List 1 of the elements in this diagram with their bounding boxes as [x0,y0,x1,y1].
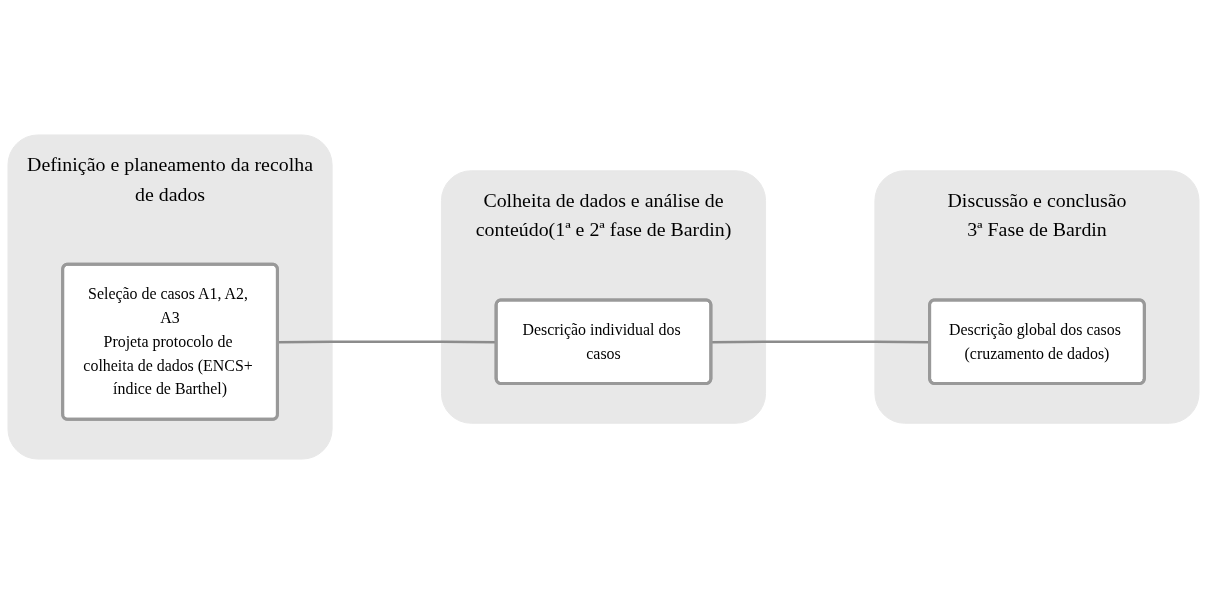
connector [277,340,497,344]
